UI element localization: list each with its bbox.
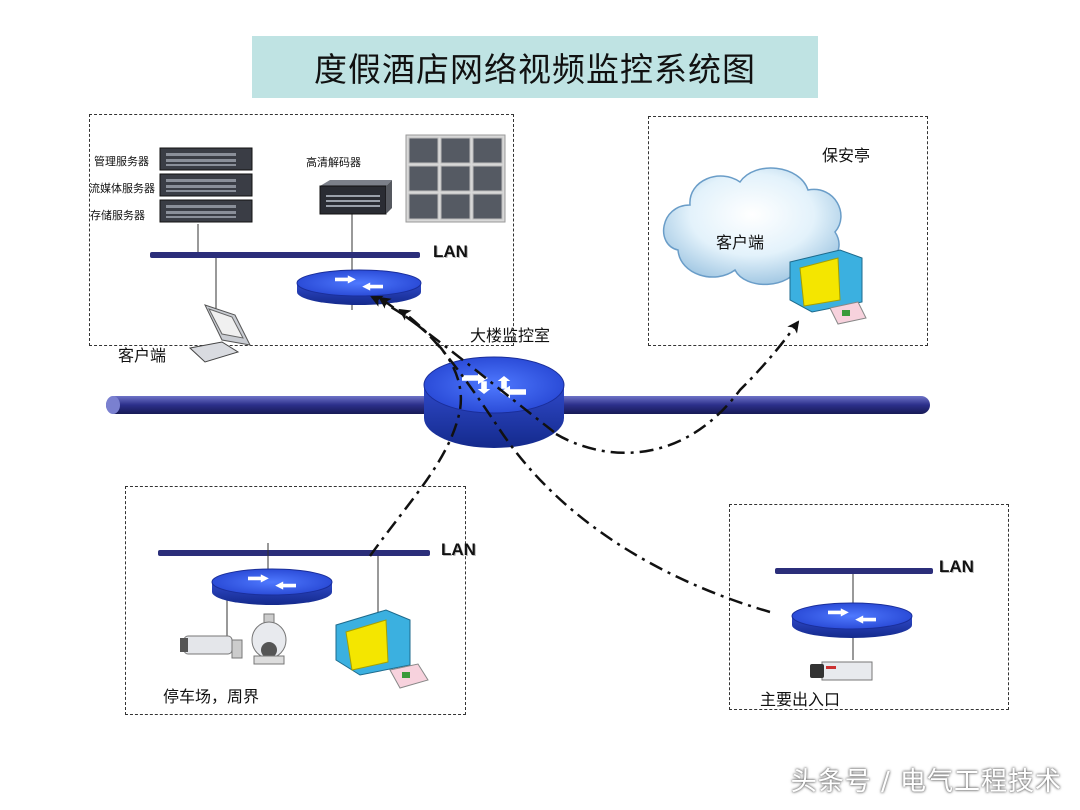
lan-bar-parking	[158, 550, 430, 556]
router-icon-building	[296, 269, 422, 305]
client-computer-icon-security	[789, 249, 867, 325]
zone-security	[648, 116, 928, 346]
parking-perimeter-label: 停车场，周界	[163, 687, 260, 706]
link-center-to-building	[378, 296, 555, 433]
box-camera-icon	[810, 661, 873, 681]
server-label-management: 管理服务器	[94, 155, 149, 168]
client-label-security: 客户端	[716, 233, 764, 252]
cloud-icon	[662, 167, 842, 286]
lan-label-parking: LAN	[441, 540, 476, 559]
dome-camera-icon	[251, 613, 287, 665]
zone-parking	[125, 486, 466, 715]
client-label-building: 客户端	[118, 346, 167, 365]
link-entrance-to-building	[398, 308, 771, 614]
main-entrance-label: 主要出入口	[760, 690, 841, 709]
lan-label-entrance: LAN	[939, 557, 974, 576]
lan-bar-building	[150, 252, 420, 258]
server-label-streaming: 流媒体服务器	[89, 182, 155, 195]
bullet-camera-icon	[180, 635, 243, 659]
watermark: 头条号 / 电气工程技术	[790, 767, 1062, 797]
link-to-security	[555, 320, 800, 454]
building-connection-lines	[197, 214, 353, 320]
decoder-icon	[319, 180, 392, 215]
client-computer-icon-building	[188, 304, 251, 363]
diagram-title: 度假酒店网络视频监控系统图	[252, 36, 818, 98]
control-room-label: 大楼监控室	[470, 326, 551, 345]
router-icon-central	[423, 356, 565, 448]
link-arcs	[368, 295, 800, 614]
router-icon-entrance	[791, 602, 913, 638]
zone-building	[89, 114, 514, 346]
security-booth-label: 保安亭	[822, 146, 871, 165]
lan-label-building: LAN	[433, 242, 468, 261]
video-wall-icon	[405, 134, 506, 223]
zone-entrance	[729, 504, 1009, 710]
client-computer-icon-parking	[335, 609, 429, 689]
decoder-label: 高清解码器	[306, 156, 361, 169]
router-icon-parking	[211, 568, 333, 605]
lan-bar-entrance	[775, 568, 933, 574]
server-label-storage: 存储服务器	[90, 209, 145, 222]
server-rack-icon	[159, 147, 253, 223]
